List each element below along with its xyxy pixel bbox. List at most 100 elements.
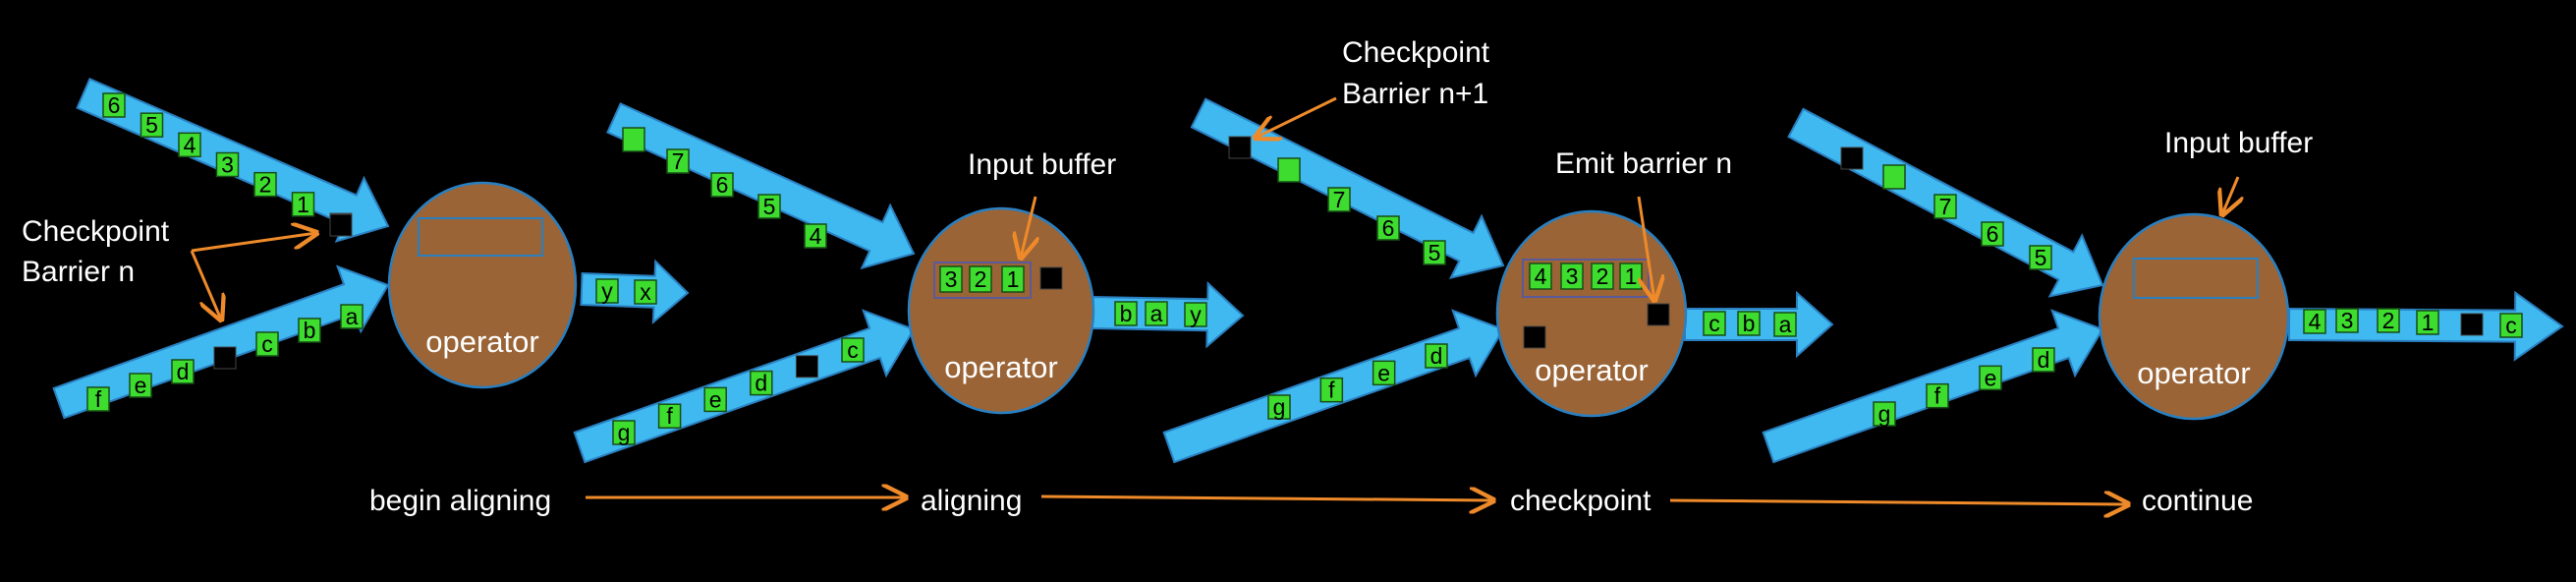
record-label: 5 [2035, 245, 2047, 270]
record-label: b [1120, 301, 1133, 326]
barrier-n1-arrow [1256, 96, 1337, 138]
record-label: g [1273, 394, 1286, 420]
operator-label: operator [2137, 356, 2250, 390]
stage2-bottom-record-3: d [750, 371, 773, 396]
phase-label-4: continue [2142, 485, 2253, 517]
record-box [102, 92, 126, 118]
record-box [1529, 262, 1552, 290]
record-box [1114, 301, 1138, 326]
stage1-top-record-3: 3 [215, 152, 240, 178]
stage2-top-record-1: 7 [666, 148, 690, 174]
barrier-n-arrow-bottom [190, 250, 221, 320]
record-box [666, 148, 690, 174]
record-label: d [2038, 347, 2050, 373]
stage1-bottom-record-2: d [171, 359, 195, 384]
record-box [1873, 401, 1896, 427]
record-label: 3 [2341, 308, 2354, 333]
record-box [140, 112, 164, 138]
stage3-buffer-record-0: 4 [1529, 262, 1552, 290]
record-label: 2 [2382, 308, 2395, 333]
stage3-top-record-0 [1228, 136, 1252, 159]
record-box [1376, 215, 1400, 241]
operator-node [2098, 212, 2290, 421]
record-label: 6 [108, 92, 121, 118]
record-box [1319, 377, 1344, 403]
stage4-top-record-3: 6 [1981, 221, 2004, 247]
record-label: 3 [945, 266, 958, 292]
record-label: 1 [1007, 266, 1020, 292]
record-box [291, 192, 315, 217]
stage2-top-input-stream [606, 102, 916, 270]
record-box [1560, 262, 1584, 290]
record-box [1737, 311, 1761, 336]
stage3-top-record-2: 7 [1327, 187, 1351, 212]
record-box [969, 265, 992, 293]
barrier-n-arrow-top [191, 233, 316, 253]
input-buffer-arrow-1 [1021, 196, 1036, 258]
record-label: c [847, 337, 859, 363]
operator-3: operator [1495, 209, 1688, 418]
stage1-bottom-record-6: a [340, 304, 364, 329]
record-label: 2 [975, 266, 987, 292]
stage4-top-record-1 [1882, 164, 1906, 190]
record-box [1001, 265, 1025, 293]
stage2-bottom-record-0: g [612, 420, 636, 445]
input-buffer-label-1: Input buffer [968, 148, 1116, 181]
record-label: y [1190, 302, 1202, 327]
stage2-bottom-record-1: f [657, 403, 682, 429]
barrier-marker-stage2 [1039, 266, 1063, 290]
record-box [129, 373, 152, 398]
record-label: 2 [259, 172, 272, 198]
record-label: x [640, 279, 651, 305]
stage3-output-record-1: b [1737, 311, 1761, 336]
stage1-bottom-record-1: e [129, 373, 152, 398]
checkpoint-barrier-n-label-2: Barrier n [22, 256, 135, 288]
input-buffer-label-2: Input buffer [2164, 127, 2313, 159]
stage3-bottom-record-3: d [1425, 343, 1448, 369]
record-box [255, 331, 279, 357]
stage3-bottom-record-2: e [1372, 360, 1396, 385]
record-box [2416, 310, 2439, 335]
stage1-top-record-0: 6 [102, 92, 126, 118]
record-box [710, 172, 734, 198]
record-label: 5 [145, 112, 158, 138]
emit-barrier-arrow [1637, 196, 1654, 300]
stage2-top-record-3: 5 [757, 194, 781, 219]
record-box [86, 386, 110, 412]
record-label: d [177, 359, 190, 384]
stage2-output-record-0: b [1114, 301, 1138, 326]
stage4-bottom-record-1: f [1926, 383, 1949, 409]
stage1-bottom-record-0: f [86, 386, 110, 412]
barrier-marker [1228, 136, 1252, 159]
stage2-top-record-2: 6 [710, 172, 734, 198]
stage3-buffer-record-2: 2 [1591, 262, 1614, 290]
record-label: 6 [1382, 215, 1395, 241]
record-label: 7 [672, 148, 685, 174]
checkpoint-barrier-n1-label-2: Barrier n+1 [1342, 78, 1488, 110]
record-box [298, 318, 321, 343]
operator-label: operator [944, 350, 1057, 384]
phase-label-3: checkpoint [1510, 485, 1652, 517]
stage1-bottom-record-5: b [298, 318, 321, 343]
record-label: g [1878, 401, 1891, 427]
stage2-output-record-2: y [1184, 302, 1207, 327]
phase-label-2: aligning [921, 485, 1022, 517]
record-box [1979, 365, 2002, 391]
record-label: 4 [184, 132, 196, 157]
stage4-bottom-record-0: g [1873, 401, 1896, 427]
stage1-top-record-5: 1 [291, 192, 315, 217]
record-box [1327, 187, 1351, 212]
record-box [178, 132, 201, 158]
operator-1: operator [387, 181, 578, 389]
record-box [340, 304, 364, 329]
record-box [1425, 343, 1448, 369]
record-label: c [1708, 311, 1720, 336]
barrier-marker-stage1 [329, 213, 353, 237]
record-label: d [1430, 343, 1443, 369]
barrier-marker [1840, 146, 1864, 170]
record-label: b [1743, 311, 1756, 336]
input-buffer-box-2 [933, 262, 1032, 299]
record-label: f [666, 403, 673, 429]
stage1-bottom-record-4: c [255, 331, 279, 357]
